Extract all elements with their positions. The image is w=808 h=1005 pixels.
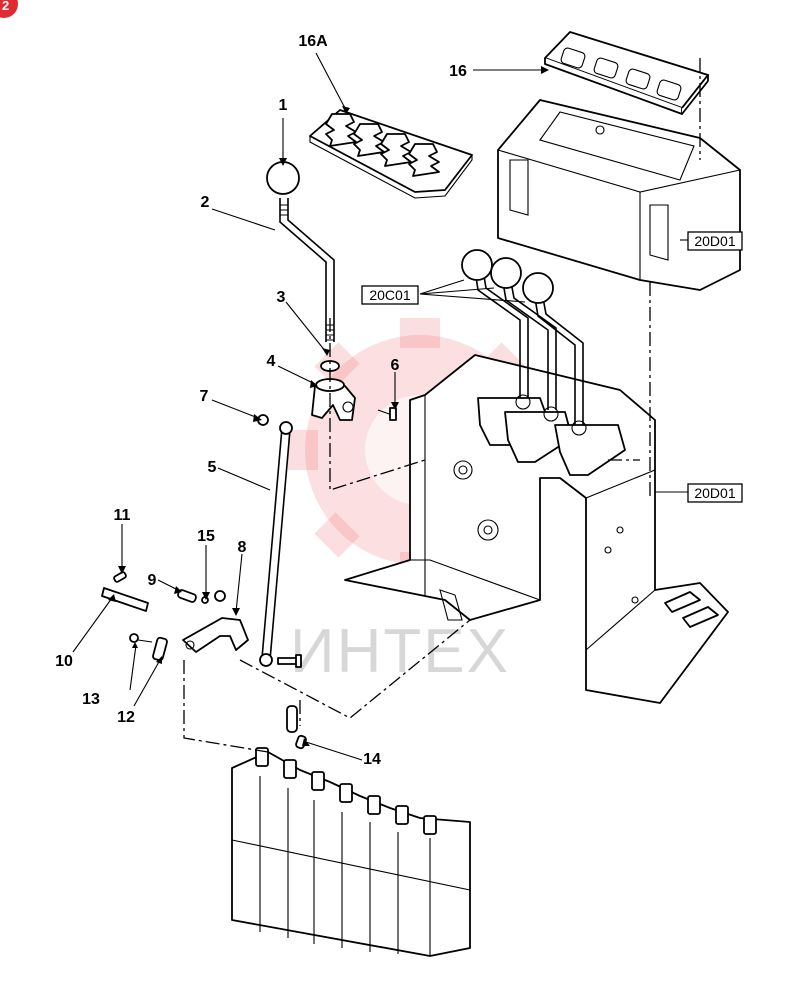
leader-lines xyxy=(72,52,690,761)
bolt-lower xyxy=(277,654,302,668)
corner-badge-text: 2 xyxy=(2,0,9,13)
link-plate-12 xyxy=(152,636,168,662)
callout-8: 8 xyxy=(238,539,247,556)
ref-label-20d01-lower: 20D01 xyxy=(694,485,735,501)
callout-numbers: 1 2 3 4 5 6 7 8 9 10 11 12 13 14 15 16 1… xyxy=(55,33,467,768)
clevis-8 xyxy=(182,590,249,653)
callout-16: 16 xyxy=(449,63,467,80)
ref-label-20d01-upper: 20D01 xyxy=(694,233,735,249)
boot-plate-16a xyxy=(309,109,473,199)
valve-bank xyxy=(231,747,471,957)
callout-5: 5 xyxy=(208,459,217,476)
ref-label-20c01: 20C01 xyxy=(369,287,410,303)
callout-6: 6 xyxy=(391,357,400,374)
ref-box-20d01-upper: 20D01 xyxy=(687,231,743,251)
knob-1 xyxy=(266,161,300,195)
lever-assembly-20c01 xyxy=(461,249,626,476)
arrowheads xyxy=(108,66,549,746)
callout-3: 3 xyxy=(277,289,286,306)
ref-box-20c01: 20C01 xyxy=(361,285,419,305)
control-bracket-frame xyxy=(344,354,729,704)
gasket-plate-16 xyxy=(544,31,709,115)
clip-11 xyxy=(113,571,127,583)
callout-16a: 16A xyxy=(298,33,328,50)
bolt-6 xyxy=(377,407,397,421)
valve-spool-tops xyxy=(255,747,437,835)
shift-lever-2 xyxy=(279,198,335,342)
rubber-boot xyxy=(325,113,440,177)
connecting-rod-5 xyxy=(259,421,293,667)
callout-15: 15 xyxy=(197,528,215,545)
callout-2: 2 xyxy=(201,194,210,211)
screw-13 xyxy=(129,633,153,643)
corner-badge: 2 xyxy=(0,0,18,18)
pivot-block-4 xyxy=(311,378,356,421)
pin-9 xyxy=(177,589,197,603)
assembly-centerlines xyxy=(183,58,701,753)
link-14 xyxy=(286,705,307,750)
callout-7: 7 xyxy=(200,388,209,405)
rod-pin-10 xyxy=(101,587,149,612)
callout-1: 1 xyxy=(279,97,288,114)
callout-11: 11 xyxy=(114,507,131,524)
callout-10: 10 xyxy=(55,653,73,670)
callout-13: 13 xyxy=(82,691,100,708)
callout-14: 14 xyxy=(363,751,381,768)
callout-9: 9 xyxy=(148,572,157,589)
ref-box-20d01-lower: 20D01 xyxy=(687,483,743,503)
watermark-text: ИНТЕХ xyxy=(290,617,510,686)
cover-housing-20d01 xyxy=(497,99,741,291)
callout-12: 12 xyxy=(117,709,135,726)
callout-4: 4 xyxy=(267,353,276,370)
